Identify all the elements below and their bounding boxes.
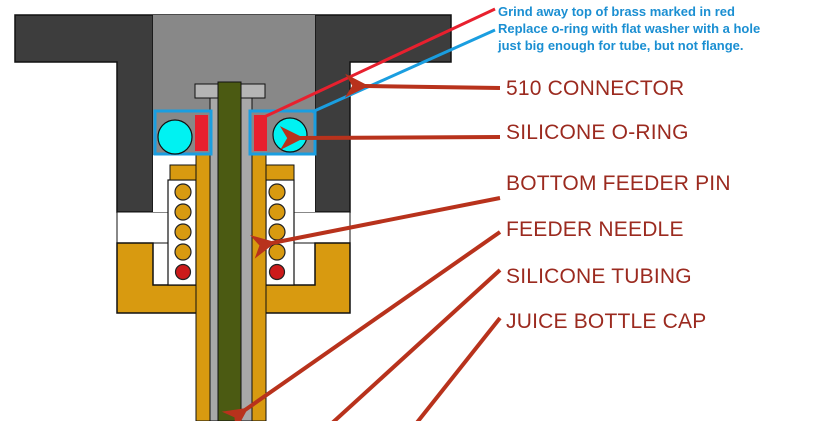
red-marker-line [261,7,496,120]
arrow-feeder-pin [250,196,501,259]
o-ring-left [153,109,213,156]
brass-cap [116,242,351,314]
arrow-connector [344,73,501,98]
label-510-connector: 510 CONNECTOR [506,77,685,100]
feeder-pin-right [251,154,267,421]
arrow-oring [279,126,501,151]
label-silicone-tubing: SILICONE TUBING [506,265,692,288]
arrow-cap [415,316,502,421]
label-bottom-feeder-pin: BOTTOM FEEDER PIN [506,172,731,195]
spring-coils [174,183,286,281]
blue-marker-line [311,28,496,114]
label-feeder-needle: FEEDER NEEDLE [506,218,684,241]
note-hole: just big enough for tube, but not flange… [498,38,744,53]
note-grind: Grind away top of brass marked in red [498,4,735,19]
o-ring-right [248,109,317,156]
label-juice-bottle-cap: JUICE BOTTLE CAP [506,310,707,333]
feeder-pin-left [195,154,211,421]
note-replace: Replace o-ring with flat washer with a h… [498,21,761,36]
feeder-needle-shape [217,81,242,421]
arrow-tubing [331,268,502,421]
label-silicone-oring: SILICONE O-RING [506,121,689,144]
arrow-feeder-needle [221,230,502,421]
